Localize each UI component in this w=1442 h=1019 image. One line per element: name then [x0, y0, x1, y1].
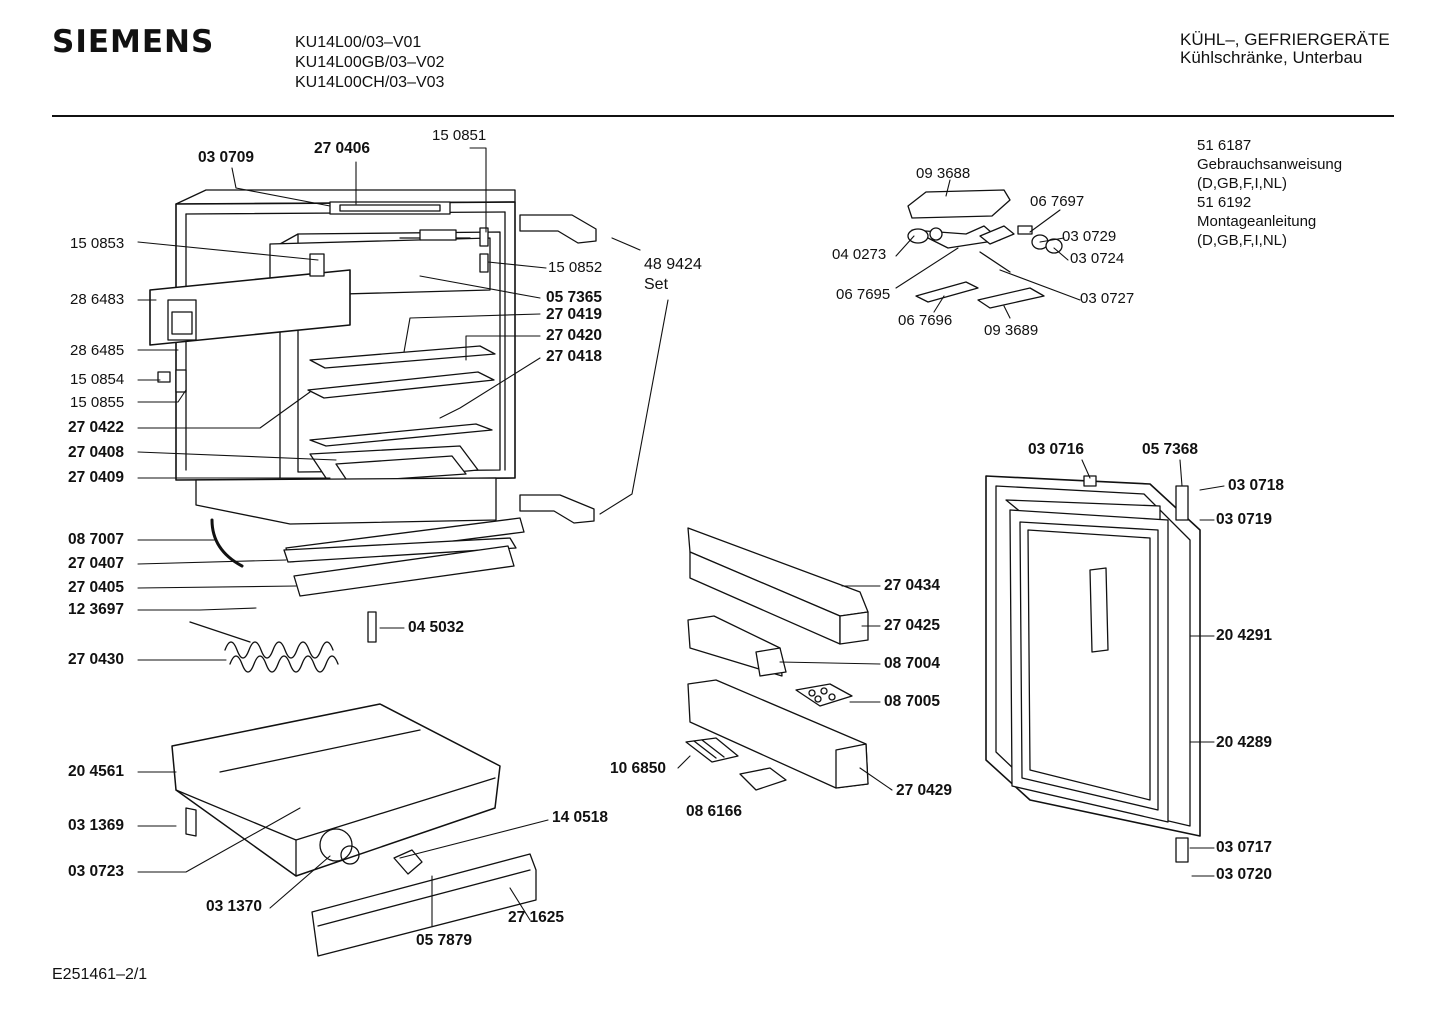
part-label: 03 0729 [1062, 228, 1117, 245]
category-line-2: Kühlschränke, Unterbau [1180, 48, 1363, 67]
part-label: 10 6850 [610, 760, 667, 777]
part-label: 05 7368 [1142, 441, 1199, 458]
part-label: 03 0720 [1216, 866, 1273, 883]
header-divider [52, 115, 1394, 117]
part-label: 27 0408 [68, 444, 125, 461]
category-heading: KÜHL–, GEFRIERGERÄTE Kühlschränke, Unter… [1180, 31, 1390, 67]
doc-langs-2: (D,GB,F,I,NL) [1197, 232, 1288, 249]
part-label: 15 0853 [70, 235, 125, 252]
part-label: 08 7005 [884, 693, 941, 710]
doc-langs-1: (D,GB,F,I,NL) [1197, 175, 1288, 192]
part-label: 03 0719 [1216, 511, 1273, 528]
model-1: KU14L00/03–V01 [295, 34, 422, 51]
part-label: 06 7697 [1030, 193, 1085, 210]
part-label: 27 0406 [314, 140, 371, 157]
part-label: 27 0407 [68, 555, 125, 572]
part-label: 27 0425 [884, 617, 941, 634]
part-label: 20 4561 [68, 763, 125, 780]
part-label: 05 7365 [546, 289, 603, 306]
part-label: 28 6483 [70, 291, 125, 308]
part-label: 15 0852 [548, 259, 603, 276]
part-label: 27 0409 [68, 469, 125, 486]
part-label: 08 6166 [686, 803, 743, 820]
part-label: 03 1369 [68, 817, 125, 834]
model-2: KU14L00GB/03–V02 [295, 54, 445, 71]
model-list: KU14L00/03–V01 KU14L00GB/03–V02 KU14L00C… [295, 33, 444, 93]
part-label: 03 0717 [1216, 839, 1273, 856]
drawing-reference: E251461–2/1 [52, 966, 148, 983]
leader-lines [137, 147, 1225, 927]
part-label: 28 6485 [70, 342, 125, 359]
doc-title-2: Montageanleitung [1197, 213, 1317, 230]
part-label: 03 0718 [1228, 477, 1285, 494]
part-label: 04 0273 [832, 246, 887, 263]
part-label: 14 0518 [552, 809, 609, 826]
part-label: 03 0723 [68, 863, 125, 880]
door-drawing [985, 475, 1201, 863]
part-label: 04 5032 [408, 619, 465, 636]
category-line-1: KÜHL–, GEFRIERGERÄTE [1180, 30, 1390, 49]
part-label: 15 0855 [70, 394, 125, 411]
control-unit-drawing [907, 189, 1063, 309]
part-label: 20 4291 [1216, 627, 1273, 644]
part-label: 27 0418 [546, 348, 603, 365]
part-label: 27 0434 [884, 577, 941, 594]
doc-title-1: Gebrauchsanweisung [1197, 156, 1343, 173]
part-label: 15 0851 [432, 127, 487, 144]
doc-number-1: 51 6187 [1197, 137, 1252, 154]
part-label: 27 0422 [68, 419, 125, 436]
part-label: 48 9424 [644, 256, 702, 273]
documentation-list: 51 6187 Gebrauchsanweisung (D,GB,F,I,NL)… [1197, 136, 1342, 250]
part-label: 27 0405 [68, 579, 125, 596]
part-label: 08 7007 [68, 531, 125, 548]
part-label: 09 3688 [916, 165, 971, 182]
part-label: 06 7695 [836, 286, 891, 303]
model-3: KU14L00CH/03–V03 [295, 74, 445, 91]
part-label: 03 1370 [206, 898, 263, 915]
part-label: 27 0429 [896, 782, 953, 799]
part-label: 27 1625 [508, 909, 565, 926]
part-label: 03 0716 [1028, 441, 1085, 458]
part-label: 06 7696 [898, 312, 953, 329]
part-label: 03 0727 [1080, 290, 1135, 307]
part-label: 12 3697 [68, 601, 125, 618]
door-shelves-drawing [685, 527, 869, 791]
part-label: 08 7004 [884, 655, 941, 672]
part-label: 20 4289 [1216, 734, 1273, 751]
brand-logo: SIEMENS [52, 24, 215, 60]
part-label: 27 0430 [68, 651, 125, 668]
part-label: 27 0419 [546, 306, 603, 323]
part-label: 03 0724 [1070, 250, 1125, 267]
part-label: 15 0854 [70, 371, 125, 388]
part-label: 09 3689 [984, 322, 1039, 339]
doc-number-2: 51 6192 [1197, 194, 1252, 211]
part-label: 03 0709 [198, 149, 255, 166]
part-label: 27 0420 [546, 327, 603, 344]
set-label: Set [644, 276, 669, 293]
cabinet-drawing [149, 189, 597, 957]
part-label: 05 7879 [416, 932, 473, 949]
